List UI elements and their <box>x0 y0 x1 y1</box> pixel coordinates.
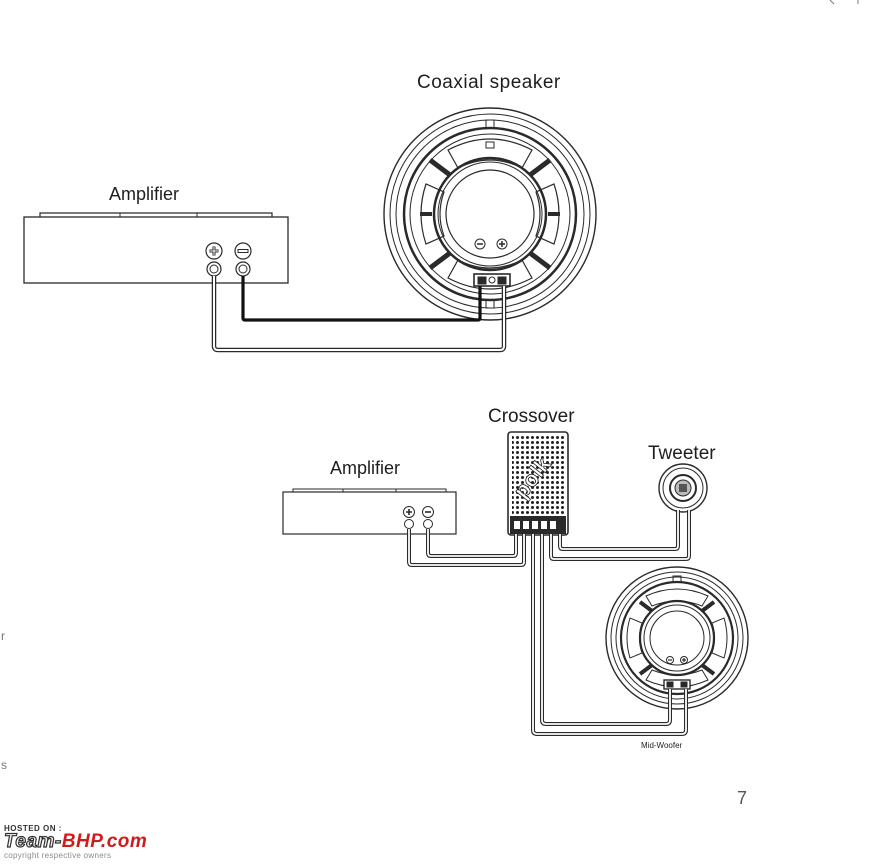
edge-mark-1: r <box>1 629 5 643</box>
crossover-label: Crossover <box>488 406 575 427</box>
mid-woofer-label: Mid-Woofer <box>641 741 683 750</box>
wire-top-negative <box>241 276 482 322</box>
watermark-brand-part1: Team- <box>3 831 62 852</box>
amplifier-bottom-unit <box>282 488 457 535</box>
tweeter-label: Tweeter <box>648 443 716 464</box>
edge-mark-2: s <box>1 758 7 772</box>
coaxial-speaker-label: Coaxial speaker <box>417 72 561 93</box>
amp-top-minus-terminal <box>234 242 252 277</box>
watermark-hosted-text: HOSTED ON : <box>4 824 62 833</box>
mid-woofer-unit <box>605 566 749 710</box>
amp-top-plus-terminal <box>205 242 223 277</box>
page-number: 7 <box>737 788 748 808</box>
watermark-copyright: copyright respective owners <box>4 851 112 860</box>
amp-bottom-plus-terminal <box>403 506 415 529</box>
amplifier-top-label: Amplifier <box>109 184 180 204</box>
watermark-brand-logo: Team-BHP.com <box>3 831 148 852</box>
watermark-badge: HOSTED ON : Team-BHP.com copyright respe… <box>3 824 148 860</box>
tweeter-unit <box>658 463 708 513</box>
bottom-wiring <box>407 510 691 736</box>
crossover-unit <box>507 431 569 536</box>
coaxial-speaker <box>383 107 597 321</box>
watermark-brand-part2: BHP.com <box>61 831 148 852</box>
amp-bottom-minus-terminal <box>422 506 434 529</box>
amplifier-top-unit <box>23 212 289 284</box>
wire-top-positive <box>211 276 507 353</box>
amplifier-bottom-label: Amplifier <box>330 458 401 478</box>
